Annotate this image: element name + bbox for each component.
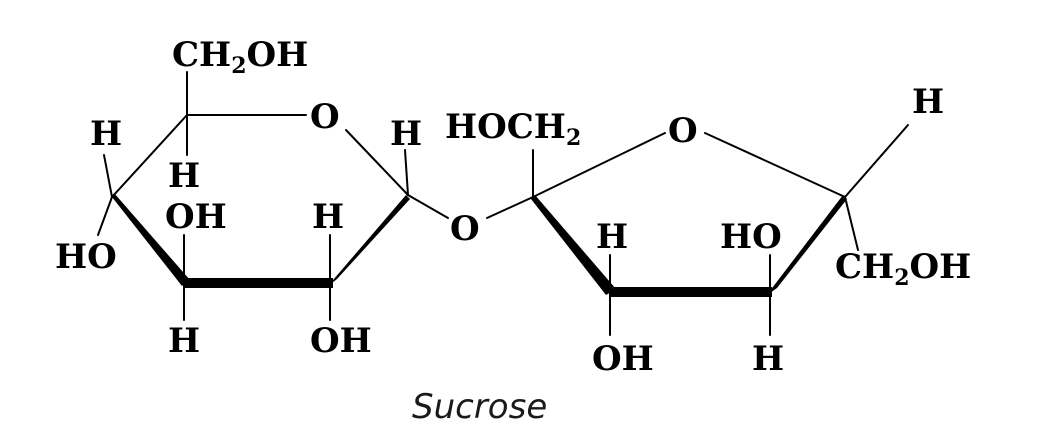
- glucose-bond-c4-h: [103, 154, 113, 198]
- glucose-bond-c2-c1: [327, 195, 410, 287]
- glucose-c3-hydrogen: H: [168, 321, 200, 361]
- fructose-hoch2-label: HOCH2: [445, 107, 581, 151]
- fructose-bond-glycosidic-o-c2: [486, 196, 534, 219]
- glucose-bond-o-c1: [345, 129, 409, 196]
- glucose-c4-hydrogen: H: [90, 114, 122, 154]
- glucose-bond-c5-c4: [111, 114, 188, 198]
- glucose-c1-hydrogen: H: [390, 114, 422, 154]
- glucose-c4-hydroxyl: HO: [55, 237, 117, 277]
- fructose-bond-o-c5: [704, 132, 846, 198]
- glucose-ch2oh-label: CH2OH: [172, 35, 308, 79]
- glucose-bond-c1-h: [404, 149, 409, 196]
- diagram-caption: Sucrose: [412, 387, 547, 427]
- fructose-c4-hydroxyl: HO: [720, 217, 782, 257]
- fructose-c4-hydrogen: H: [752, 339, 784, 379]
- glucose-ring-bonds: [97, 71, 449, 321]
- fructose-c6-ch2oh-label: CH2OH: [835, 247, 971, 291]
- fructose-labels: HOCH2 O H H HO CH2OH OH H: [445, 82, 971, 379]
- fructose-c3-hydroxyl: OH: [592, 339, 654, 379]
- fructose-ring-bonds: [486, 124, 909, 336]
- fructose-bond-c5-ch2oh: [844, 196, 859, 251]
- fructose-ring-oxygen: O: [668, 111, 698, 151]
- fructose-bond-c4-c5: [766, 195, 847, 296]
- fructose-bond-c2-c3: [531, 195, 616, 295]
- glucose-ring-oxygen: O: [310, 97, 340, 137]
- fructose-c5-hydrogen: H: [912, 82, 944, 122]
- glucose-bond-c1-glycosidic-o: [407, 194, 449, 219]
- glucose-bond-c4-c3: [112, 193, 190, 286]
- glucose-bond-c4-ho: [97, 196, 113, 236]
- glucose-c5-hydrogen: H: [168, 156, 200, 196]
- fructose-bond-c5-h: [844, 124, 909, 198]
- glucose-c2-hydroxyl: OH: [310, 321, 372, 361]
- glucose-labels: CH2OH O H H H HO OH H H OH: [55, 35, 422, 361]
- fructose-bond-c2-o: [532, 132, 666, 198]
- fructose-c3-hydrogen: H: [596, 217, 628, 257]
- glucose-c3-hydroxyl: OH: [165, 197, 227, 237]
- glucose-c2-hydrogen: H: [312, 197, 344, 237]
- glycosidic-oxygen: O: [450, 209, 480, 249]
